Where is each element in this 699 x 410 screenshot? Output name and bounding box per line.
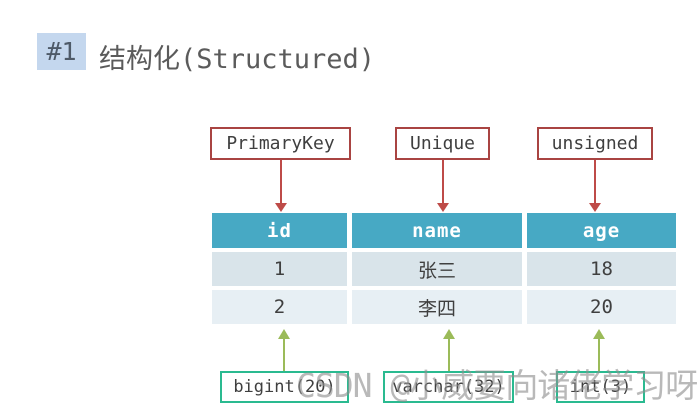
type-box-int: int(3) xyxy=(556,371,645,403)
constraint-box-unique: Unique xyxy=(395,127,490,160)
table-header-age: age xyxy=(527,213,676,248)
constraint-box-primarykey: PrimaryKey xyxy=(210,127,351,160)
table-cell: 20 xyxy=(527,290,676,324)
table-cell: 李四 xyxy=(352,290,522,324)
table-cell: 张三 xyxy=(352,252,522,286)
page-title: 结构化(Structured) xyxy=(99,44,376,75)
table-cell: 18 xyxy=(527,252,676,286)
constraint-box-unsigned: unsigned xyxy=(537,127,653,160)
table-cell: 1 xyxy=(212,252,347,286)
table-cell: 2 xyxy=(212,290,347,324)
arrow-down-icon xyxy=(437,160,449,212)
constraint-label: Unique xyxy=(409,133,476,154)
type-box-bigint: bigint(20) xyxy=(220,371,349,403)
constraint-label: unsigned xyxy=(551,133,639,154)
arrow-up-icon xyxy=(278,329,290,371)
type-box-varchar: varchar(32) xyxy=(383,371,514,403)
arrow-up-icon xyxy=(443,329,455,371)
arrow-down-icon xyxy=(275,160,287,212)
type-label: varchar(32) xyxy=(392,377,505,397)
constraint-label: PrimaryKey xyxy=(226,133,335,154)
title-badge: #1 xyxy=(37,33,86,70)
arrow-up-icon xyxy=(593,329,605,371)
type-label: int(3) xyxy=(569,377,632,397)
database-table: id name age 1 张三 18 2 李四 20 xyxy=(212,213,676,324)
table-header-id: id xyxy=(212,213,347,248)
type-label: bigint(20) xyxy=(233,377,336,397)
arrow-down-icon xyxy=(589,160,601,212)
table-header-name: name xyxy=(352,213,522,248)
